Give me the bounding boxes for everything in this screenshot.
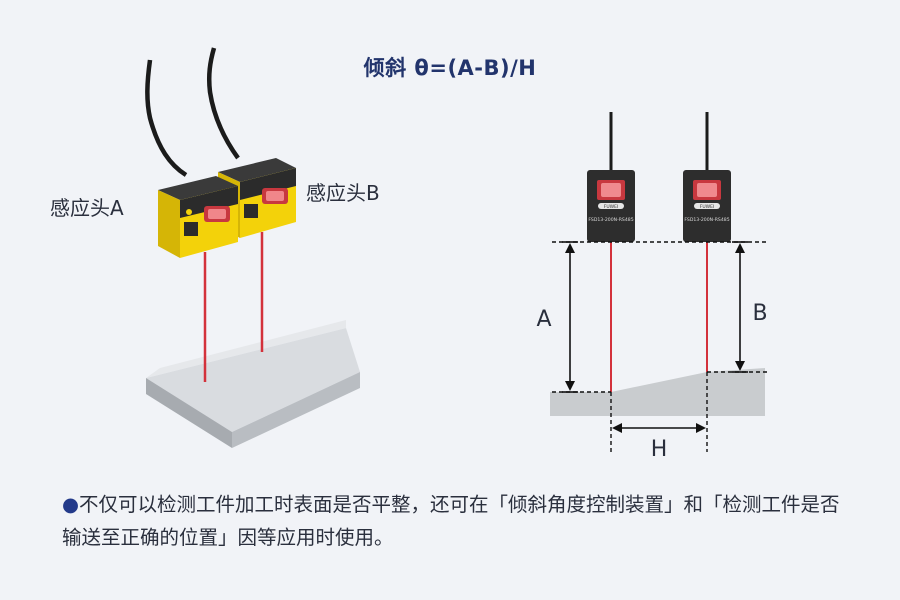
workpiece-profile: [550, 368, 765, 416]
dimension-b: [732, 241, 748, 373]
sensor-a-logo: FUWEI: [604, 204, 619, 210]
inclined-workpiece: [146, 320, 360, 448]
sensor-head-a-2d: FUWEI FSD13-200N-RS485: [587, 170, 635, 242]
description-caption: ●不仅可以检测工件加工时表面是否平整，还可在「倾斜角度控制装置」和「检测工件是否…: [62, 488, 852, 554]
sensor-a-label: 感应头A: [50, 196, 124, 220]
sensor-head-b-2d: FUWEI FSD13-200N-RS485: [683, 170, 731, 242]
dimension-h-label: H: [651, 437, 668, 462]
dimension-a-label: A: [536, 307, 551, 332]
caption-bullet: ●: [62, 493, 80, 516]
left-3d-view: 感应头A 感应头B: [50, 47, 380, 448]
sensor-b-label: 感应头B: [306, 181, 380, 205]
right-2d-view: FUWEI FSD13-200N-RS485 FUWEI FSD13-200N-…: [536, 112, 768, 462]
dimension-a: [562, 241, 578, 393]
sensor-head-a-3d: [158, 176, 238, 258]
diagram-title: 倾斜 θ=(A-B)/H: [363, 56, 537, 80]
dimension-b-label: B: [752, 301, 767, 326]
sensor-a-model: FSD13-200N-RS485: [588, 217, 633, 223]
reference-lines: [552, 241, 768, 452]
dimension-h: [612, 423, 706, 433]
sensor-b-cable: [206, 47, 240, 160]
sensor-b-logo: FUWEI: [700, 204, 715, 210]
caption-text: 不仅可以检测工件加工时表面是否平整，还可在「倾斜角度控制装置」和「检测工件是否输…: [62, 493, 840, 549]
sensor-a-cable: [145, 59, 188, 177]
sensor-b-model: FSD13-200N-RS485: [684, 217, 729, 223]
